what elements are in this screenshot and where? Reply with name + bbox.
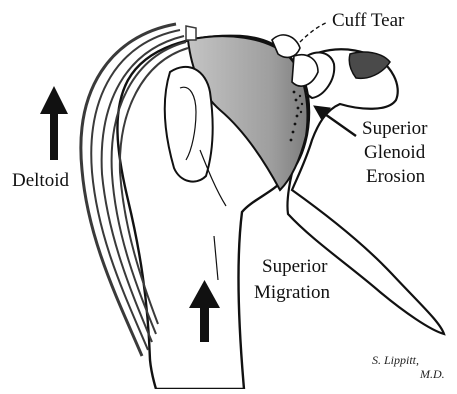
- deltoid-arrow: [40, 86, 68, 160]
- signature-line1: S. Lippitt,: [372, 354, 419, 367]
- label-superior-glenoid-erosion-line3: Erosion: [366, 166, 425, 188]
- cuff-tear-pointer: [300, 22, 328, 42]
- label-deltoid: Deltoid: [12, 170, 69, 192]
- label-superior-glenoid-erosion-line2: Glenoid: [364, 142, 425, 164]
- signature-line2: M.D.: [420, 368, 445, 381]
- label-superior-migration-line1: Superior: [262, 256, 327, 278]
- label-cuff-tear: Cuff Tear: [332, 10, 404, 32]
- label-superior-glenoid-erosion-line1: Superior: [362, 118, 427, 140]
- label-superior-migration-line2: Migration: [254, 282, 330, 304]
